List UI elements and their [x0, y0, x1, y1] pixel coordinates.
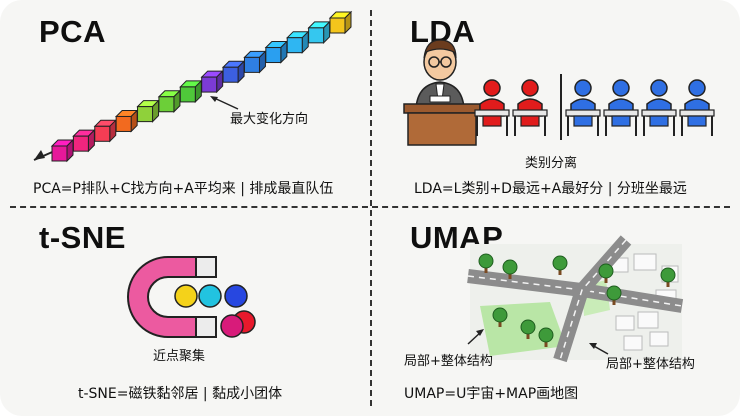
cube-icon: [157, 89, 182, 113]
pca-cube-group: [50, 10, 353, 163]
cube-icon: [221, 60, 246, 84]
umap-annotation-right: 局部+整体结构: [606, 357, 695, 372]
student-red-icon: [512, 79, 548, 136]
lda-annotation: 类别分离: [525, 156, 578, 171]
teacher-desk: [403, 103, 481, 146]
tree-icon: [502, 259, 518, 279]
vertical-divider: [370, 10, 372, 406]
umap-caption: UMAP=U宇宙+MAP画地图: [404, 386, 579, 402]
cube-icon: [200, 69, 224, 94]
tree-icon: [520, 319, 536, 339]
cube-icon: [264, 40, 289, 64]
tsne-caption: t-SNE=磁铁黏邻居 | 黏成小团体: [78, 386, 283, 402]
cube-icon: [243, 50, 267, 74]
cube-icon: [328, 10, 353, 35]
cube-icon: [72, 128, 96, 153]
pca-annotation: 最大变化方向: [230, 112, 309, 127]
tree-icon: [538, 327, 554, 347]
student-blue-icon: [603, 79, 639, 136]
arrowhead: [589, 343, 597, 349]
axis-arrowhead-start: [34, 150, 45, 160]
student-blue-icon: [679, 79, 715, 136]
road-marking: [559, 239, 627, 361]
cube-icon: [136, 99, 160, 123]
annotation-pointer-head: [210, 96, 218, 102]
cluster-dot: [224, 284, 248, 308]
cube-icon: [50, 138, 75, 163]
tree-group: [478, 253, 676, 347]
tree-icon: [606, 285, 622, 305]
tsne-title: t-SNE: [39, 220, 126, 255]
horizontal-divider: [10, 206, 730, 208]
lda-illustration: [403, 39, 715, 146]
cube-icon: [286, 30, 310, 54]
tree-icon: [598, 263, 614, 283]
student-blue-icon: [565, 79, 601, 136]
pca-illustration: [33, 10, 353, 163]
magnet-icon: [127, 256, 217, 338]
cube-icon: [93, 119, 117, 143]
tsne-dot-group: [174, 284, 256, 338]
umap-annotation-left: 局部+整体结构: [404, 354, 493, 369]
cube-icon: [307, 20, 331, 45]
umap-illustration: [467, 235, 684, 363]
arrowhead: [476, 329, 484, 336]
teacher-icon: [415, 39, 465, 109]
cube-icon: [179, 79, 203, 104]
pca-title: PCA: [39, 14, 106, 49]
pca-caption: PCA=P排队+C找方向+A平均来 | 排成最直队伍: [33, 181, 334, 197]
cube-icon: [114, 109, 139, 133]
tsne-annotation: 近点聚集: [153, 349, 206, 364]
tree-icon: [552, 255, 568, 275]
student-group: [474, 79, 715, 136]
tsne-illustration: [127, 256, 256, 338]
tree-icon: [478, 253, 494, 273]
student-blue-icon: [641, 79, 677, 136]
cluster-dot: [220, 314, 244, 338]
lda-caption: LDA=L类别+D最远+A最好分 | 分班坐最远: [414, 181, 687, 197]
tree-icon: [660, 267, 676, 287]
cluster-dot: [174, 284, 198, 308]
student-red-icon: [474, 79, 510, 136]
cluster-dot: [198, 284, 222, 308]
tree-icon: [492, 307, 508, 327]
